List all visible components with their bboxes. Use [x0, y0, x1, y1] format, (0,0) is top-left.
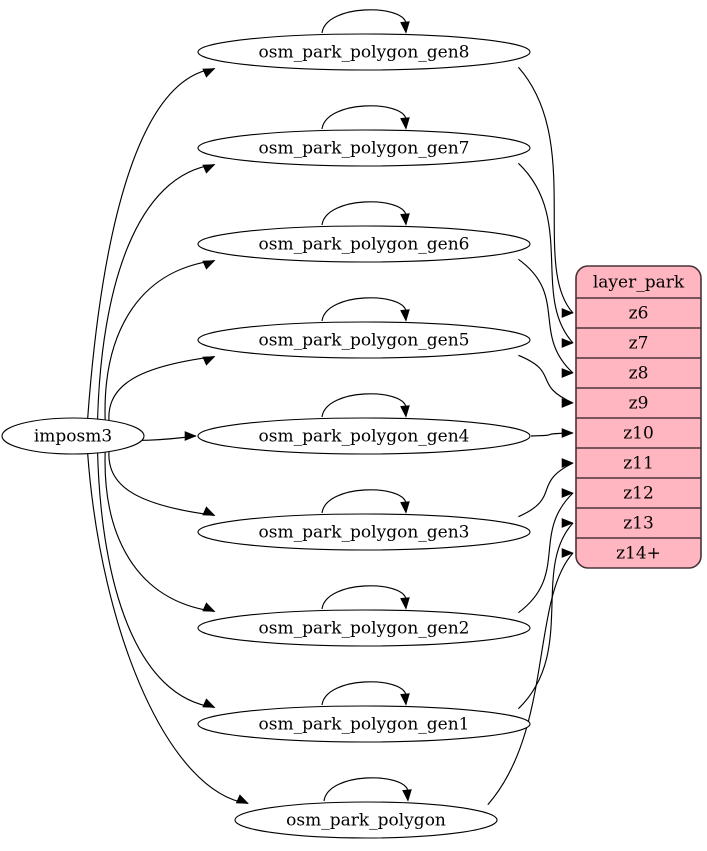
- node-osm_park_polygon_gen2[interactable]: [197, 609, 531, 647]
- node-label-osm_park_polygon_gen1: osm_park_polygon_gen1: [259, 715, 470, 735]
- edge-imposm3-to-osm_park_polygon_gen5: [108, 356, 215, 431]
- edge-osm_park_polygon_gen2-to-z12: [518, 492, 574, 614]
- table-row-z13[interactable]: z13: [623, 514, 654, 534]
- table-row-z10[interactable]: z10: [623, 424, 654, 444]
- table-row-z12[interactable]: z12: [623, 484, 654, 504]
- self-loop-osm_park_polygon: [323, 777, 409, 802]
- node-label-osm_park_polygon_gen2: osm_park_polygon_gen2: [259, 619, 470, 639]
- node-label-osm_park_polygon_gen8: osm_park_polygon_gen8: [259, 43, 470, 63]
- table-row-z14plus[interactable]: z14+: [616, 544, 661, 564]
- edge-imposm3-to-osm_park_polygon_gen8: [87, 68, 215, 420]
- edge-imposm3-to-osm_park_polygon_gen3: [108, 441, 215, 516]
- edge-arrow-osm_park_polygon_gen6-to-z8: [561, 368, 574, 378]
- edge-osm_park_polygon_gen6-to-z8: [518, 258, 574, 374]
- node-osm_park_polygon_gen8[interactable]: [197, 33, 531, 71]
- node-osm_park_polygon[interactable]: [234, 801, 498, 839]
- node-osm_park_polygon_gen4[interactable]: [197, 417, 531, 455]
- edge-arrow-osm_park_polygon_gen7-to-z7: [561, 338, 574, 348]
- self-loop-arrow-osm_park_polygon_gen3: [400, 501, 410, 514]
- self-loop-osm_park_polygon_gen8: [321, 9, 407, 34]
- self-loop-osm_park_polygon_gen6: [321, 201, 407, 226]
- node-osm_park_polygon_gen3[interactable]: [197, 513, 531, 551]
- edge-arrow-imposm3-to-osm_park_polygon_gen7: [202, 164, 216, 174]
- edge-imposm3-to-osm_park_polygon_gen7: [96, 164, 215, 423]
- self-loop-arrow-osm_park_polygon: [402, 789, 412, 802]
- self-loop-arrow-osm_park_polygon_gen2: [400, 597, 410, 610]
- node-label-osm_park_polygon_gen4: osm_park_polygon_gen4: [259, 427, 470, 447]
- edge-osm_park_polygon_gen8-to-z6: [517, 66, 574, 314]
- edge-arrow-imposm3-to-osm_park_polygon_gen4: [184, 431, 197, 441]
- layer-park-table-header: layer_park: [593, 273, 685, 293]
- self-loop-arrow-osm_park_polygon_gen5: [400, 309, 410, 322]
- nodes-group: imposm3 osm_park_polygon_gen8 osm_park_pol…: [1, 33, 531, 839]
- self-loop-arrow-osm_park_polygon_gen8: [400, 21, 410, 34]
- edge-arrow-osm_park_polygon_gen5-to-z9: [561, 398, 574, 408]
- edge-osm_park_polygon-to-z14plus: [487, 552, 574, 806]
- node-label-osm_park_polygon_gen7: osm_park_polygon_gen7: [259, 139, 470, 159]
- table-row-z11[interactable]: z11: [623, 454, 654, 474]
- node-osm_park_polygon_gen5[interactable]: [197, 321, 531, 359]
- node-label-osm_park_polygon_gen5: osm_park_polygon_gen5: [259, 331, 470, 351]
- edge-arrow-imposm3-to-osm_park_polygon_gen3: [202, 506, 216, 516]
- self-loop-edges-group: [321, 9, 412, 802]
- edge-arrow-osm_park_polygon-to-z14plus: [561, 548, 574, 558]
- edge-arrow-osm_park_polygon_gen8-to-z6: [561, 308, 574, 318]
- table-edges-group: [487, 66, 574, 806]
- layer-park-table-body[interactable]: [575, 265, 702, 569]
- edge-arrow-osm_park_polygon_gen1-to-z13: [561, 518, 574, 528]
- edge-imposm3-to-osm_park_polygon: [87, 452, 249, 804]
- edge-osm_park_polygon_gen5-to-z9: [518, 354, 574, 404]
- edge-arrow-imposm3-to-osm_park_polygon: [235, 794, 249, 804]
- edge-arrow-imposm3-to-osm_park_polygon_gen8: [202, 68, 216, 78]
- edge-imposm3-to-osm_park_polygon_gen2: [104, 446, 215, 612]
- self-loop-osm_park_polygon_gen5: [321, 297, 407, 322]
- table-row-z9[interactable]: z9: [629, 394, 649, 414]
- node-label-osm_park_polygon: osm_park_polygon: [286, 811, 446, 831]
- node-osm_park_polygon_gen6[interactable]: [197, 225, 531, 263]
- edge-arrow-imposm3-to-osm_park_polygon_gen2: [202, 602, 216, 612]
- self-loop-arrow-osm_park_polygon_gen6: [400, 213, 410, 226]
- table-row-z6[interactable]: z6: [629, 304, 649, 324]
- self-loop-arrow-osm_park_polygon_gen4: [400, 405, 410, 418]
- edge-osm_park_polygon_gen7-to-z7: [518, 162, 574, 344]
- edge-arrow-osm_park_polygon_gen3-to-z11: [561, 458, 574, 468]
- edge-imposm3-to-osm_park_polygon_gen6: [104, 260, 215, 426]
- edge-arrow-imposm3-to-osm_park_polygon_gen1: [202, 698, 216, 708]
- self-loop-arrow-osm_park_polygon_gen1: [400, 693, 410, 706]
- layer-park-table[interactable]: layer_park z6 z7 z8 z9 z10 z11 z12 z13 z14+: [575, 265, 702, 569]
- self-loop-osm_park_polygon_gen1: [321, 681, 407, 706]
- node-label-imposm3: imposm3: [34, 427, 112, 447]
- node-osm_park_polygon_gen7[interactable]: [197, 129, 531, 167]
- table-row-z8[interactable]: z8: [629, 364, 649, 384]
- edge-osm_park_polygon_gen3-to-z11: [518, 462, 574, 518]
- node-imposm3[interactable]: [1, 417, 145, 455]
- self-loop-osm_park_polygon_gen4: [321, 393, 407, 418]
- table-row-z7[interactable]: z7: [629, 334, 649, 354]
- edge-arrow-imposm3-to-osm_park_polygon_gen5: [202, 356, 216, 366]
- self-loop-osm_park_polygon_gen3: [321, 489, 407, 514]
- edge-imposm3-to-osm_park_polygon_gen1: [96, 449, 215, 708]
- edge-arrow-osm_park_polygon_gen2-to-z12: [561, 488, 574, 498]
- node-label-osm_park_polygon_gen3: osm_park_polygon_gen3: [259, 523, 470, 543]
- self-loop-osm_park_polygon_gen2: [321, 585, 407, 610]
- edge-arrow-osm_park_polygon_gen4-to-z10: [561, 428, 574, 438]
- node-label-osm_park_polygon_gen6: osm_park_polygon_gen6: [259, 235, 470, 255]
- node-osm_park_polygon_gen1[interactable]: [197, 705, 531, 743]
- edge-arrow-imposm3-to-osm_park_polygon_gen6: [202, 260, 216, 270]
- self-loop-osm_park_polygon_gen7: [321, 105, 407, 130]
- self-loop-arrow-osm_park_polygon_gen7: [400, 117, 410, 130]
